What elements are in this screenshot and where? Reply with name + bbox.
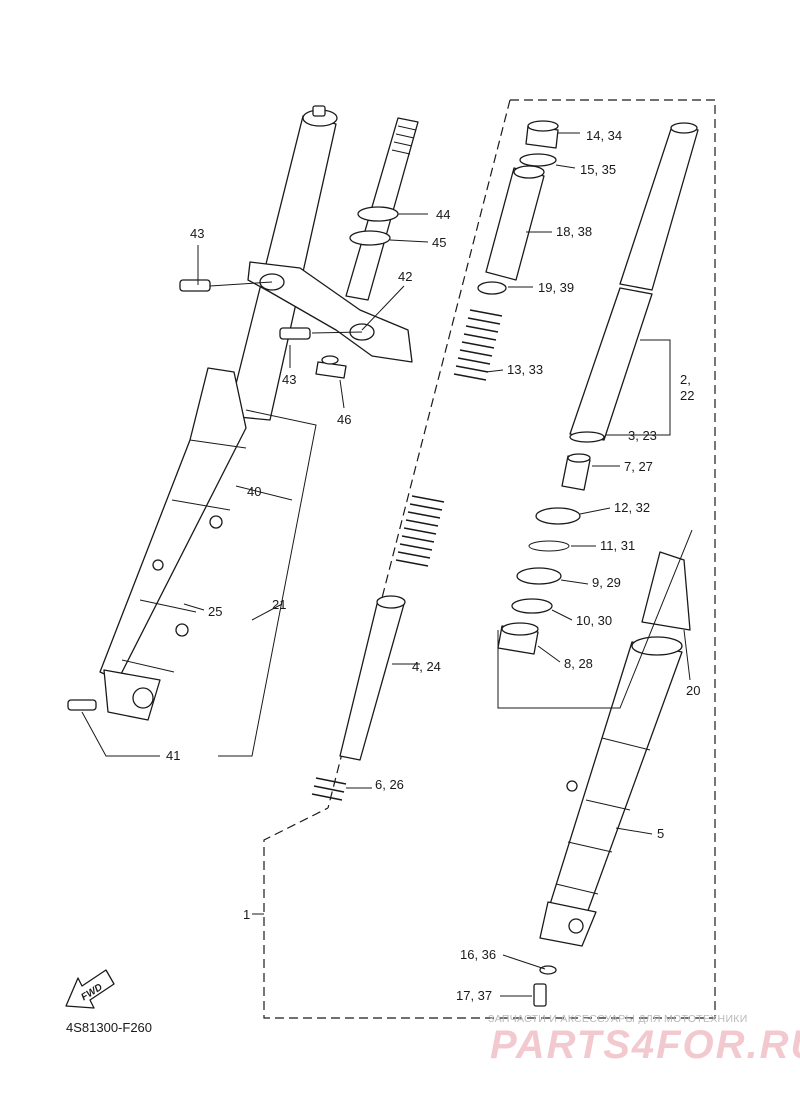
callout-label: 1	[243, 907, 250, 922]
callout-label: 17, 37	[456, 988, 492, 1003]
callout-label: 19, 39	[538, 280, 574, 295]
callout-label: 2,	[680, 372, 691, 387]
leader-lines	[81, 132, 693, 997]
right-outer-tube-assembly	[533, 551, 691, 1007]
clip-11	[528, 540, 570, 552]
bolt-43-upper	[179, 279, 211, 292]
callout-label: 4, 24	[412, 659, 441, 674]
diagram-code: 4S81300-F260	[66, 1020, 152, 1035]
bolt-17	[533, 983, 547, 1007]
callout-label: 42	[398, 269, 412, 284]
callout-label: 46	[337, 412, 351, 427]
left-outer-tube	[99, 367, 247, 681]
fork-spring-13	[453, 309, 503, 381]
callout-label: 9, 29	[592, 575, 621, 590]
callout-label: 3, 23	[628, 428, 657, 443]
callout-label: 25	[208, 604, 222, 619]
callout-label: 5	[657, 826, 664, 841]
watermark-logo: PARTS4FOR.RU	[490, 1023, 800, 1067]
watermark-tagline: ЗАПЧАСТИ И АКСЕССУАРЫ ДЛЯ МОТОТЕХНИКИ	[488, 1013, 748, 1025]
right-tube-parts	[497, 122, 699, 655]
washer-16	[539, 965, 557, 975]
callout-label: 6, 26	[375, 777, 404, 792]
callout-label: 43	[282, 372, 296, 387]
left-axle-hole	[132, 687, 154, 709]
washer-44	[357, 206, 399, 222]
bolt-41	[67, 699, 97, 711]
spacer-18	[485, 167, 545, 281]
callout-label: 13, 33	[507, 362, 543, 377]
dust-seal-20	[641, 551, 691, 631]
oil-seal-12	[535, 507, 581, 525]
left-fork-assembly	[67, 105, 338, 721]
callout-label: 10, 30	[576, 613, 612, 628]
callout-label: 22	[680, 388, 694, 403]
o-ring-15	[519, 153, 557, 167]
washer-19	[477, 281, 507, 295]
callout-labels: 43 43 46 44 45 42 40 21 25 41 14, 34 15,…	[166, 128, 700, 1003]
callout-label: 12, 32	[614, 500, 650, 515]
callout-label: 20	[686, 683, 700, 698]
callout-label: 18, 38	[556, 224, 592, 239]
damper-rod-4	[339, 599, 405, 761]
seal-9	[516, 567, 562, 585]
bolt-43-lower	[279, 327, 311, 340]
callout-label: 43	[190, 226, 204, 241]
stem-nut-46	[315, 361, 347, 379]
washer-10	[511, 598, 553, 614]
assembly-outline-1	[263, 99, 716, 1019]
fwd-arrow-icon: FWD	[65, 969, 115, 1009]
outer-tube-5	[541, 641, 683, 939]
callout-label: 14, 34	[586, 128, 622, 143]
callout-label: 45	[432, 235, 446, 250]
center-parts	[311, 120, 559, 801]
washer-45	[349, 230, 391, 246]
callout-label: 11, 31	[600, 538, 635, 553]
callout-label: 16, 36	[460, 947, 496, 962]
inner-tube-2	[619, 125, 699, 291]
callout-label: 44	[436, 207, 450, 222]
rebound-spring-6	[311, 777, 347, 801]
watermark: ЗАПЧАСТИ И АКСЕССУАРЫ ДЛЯ МОТОТЕХНИКИ PA…	[488, 1013, 800, 1067]
callout-label: 7, 27	[624, 459, 653, 474]
callout-label: 40	[247, 484, 261, 499]
callout-label: 41	[166, 748, 180, 763]
under-bracket-assembly	[179, 117, 419, 379]
callout-label: 21	[272, 597, 286, 612]
callout-label: 15, 35	[580, 162, 616, 177]
callout-label: 8, 28	[564, 656, 593, 671]
